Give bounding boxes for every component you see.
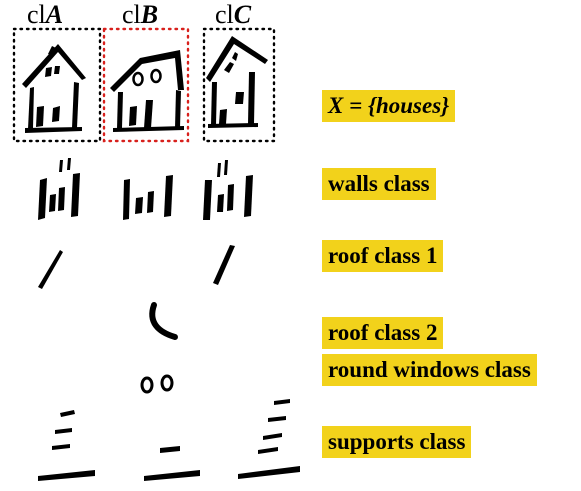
roof2-fragment xyxy=(149,302,178,340)
label-walls-class: walls class xyxy=(322,168,436,200)
label-roof-class-2: roof class 2 xyxy=(322,317,444,349)
label-x-set: X = {houses} xyxy=(322,90,456,122)
house-a xyxy=(22,44,86,133)
label-roof-class-1: roof class 1 xyxy=(322,240,444,272)
house-c xyxy=(206,36,268,128)
supports-fragments xyxy=(38,399,300,481)
box-c xyxy=(202,27,276,143)
header-cl-b: clB xyxy=(122,0,159,29)
roof1-fragments xyxy=(38,245,235,289)
house-b xyxy=(110,50,184,132)
header-cl-a: clA xyxy=(27,0,64,29)
box-a xyxy=(12,27,102,143)
label-supports-class: supports class xyxy=(322,426,472,458)
label-round-windows-class: round windows class xyxy=(322,354,537,386)
round-windows-fragment xyxy=(140,374,174,394)
header-cl-c: clC xyxy=(215,0,252,29)
walls-fragments xyxy=(38,158,253,220)
